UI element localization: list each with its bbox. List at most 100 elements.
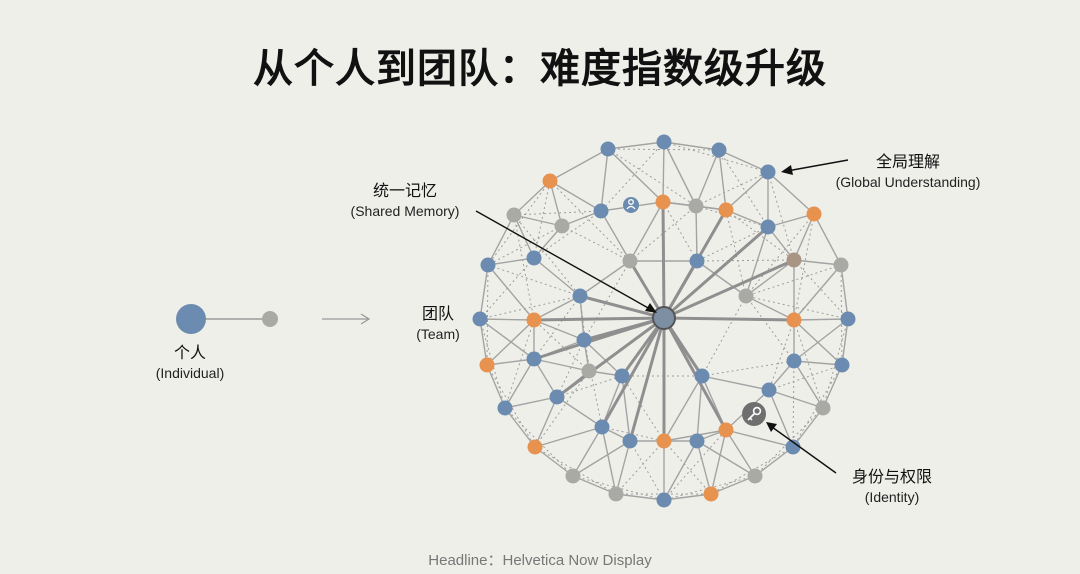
dashed-edge [513,214,581,297]
dashed-edge [793,213,815,321]
network-node [834,357,850,373]
network-edge [600,148,609,212]
network-edge [663,141,720,151]
network-edge [696,440,756,477]
network-edge [663,440,698,501]
network-edge [579,260,631,297]
network-edge [701,375,770,391]
network-nodes [472,134,856,508]
network-edge [793,360,843,366]
network-node [694,368,710,384]
network-edge [533,319,585,341]
network-edge [533,295,581,321]
network-edge [663,493,712,501]
network-edge [793,213,815,261]
network-edge [607,141,665,150]
network-edge [745,295,795,321]
network-edge [513,214,563,227]
dashed-edge [600,141,665,212]
dashed-edge [792,360,795,448]
dashed-edge [663,475,756,501]
network-edge [793,318,849,362]
dashed-edge [754,407,824,477]
dashed-edge [745,295,795,362]
network-edge [841,318,849,366]
dashed-edge [487,264,581,297]
solid-connections [479,141,849,501]
network-node [526,312,542,328]
network-edge [696,440,712,495]
network-edge [572,440,631,477]
network-edge [479,264,489,320]
dashed-edge [792,364,843,448]
network-edge [767,171,815,215]
network-edge [534,396,558,448]
network-edge [718,149,727,211]
hub-spoke [663,225,769,320]
team-label: 团队 (Team) [388,300,488,342]
dashed-edge [793,319,824,409]
dashed-edge [663,141,769,173]
network-node [600,141,616,157]
network-node [622,253,638,269]
identity-label-en: (Identity) [864,489,920,505]
network-edge [696,260,747,297]
network-node [656,433,672,449]
network-edge [767,213,815,228]
annotation-arrows [475,159,849,474]
network-node [480,257,496,273]
network-node [554,218,570,234]
network-edge [479,318,535,360]
network-node [688,198,704,214]
network-edge [710,475,756,495]
dashed-edge [767,171,795,261]
individual-label: 个人 (Individual) [130,339,250,381]
network-edge [840,264,849,320]
network-edge [754,446,794,477]
network-node [472,311,488,327]
dashed-edge [583,260,631,341]
team-label-zh: 团队 [421,304,454,323]
network-node [718,202,734,218]
network-edge [629,201,664,262]
network-edge [583,339,623,377]
network-edge [504,396,558,409]
hub-spoke [661,201,666,319]
dashed-edge [745,264,842,297]
network-edge [549,180,563,227]
dashed-edge [534,370,590,448]
network-node [711,142,727,158]
network-node [747,468,763,484]
network-node [786,252,802,268]
network-node [594,419,610,435]
network-edge [793,360,824,409]
network-edge [768,389,824,409]
dashed-edge [533,210,602,259]
network-node [526,351,542,367]
network-edge [533,358,590,372]
dashed-edge [768,319,795,391]
network-node [576,332,592,348]
network-edge [487,264,535,321]
dashed-edge [556,375,623,398]
global-understanding-label-en: (Global Understanding) [835,174,981,190]
dashed-edge [615,440,665,495]
individual-label-en: (Individual) [155,365,225,381]
identity-label-zh: 身份与权限 [851,467,932,486]
network-edge [600,210,631,262]
dashed-edge [487,225,563,266]
network-edge [745,259,795,297]
network-edge [793,264,842,321]
network-node [572,288,588,304]
network-node [479,357,495,373]
network-node [718,422,734,438]
network-edge [487,214,515,266]
network-edge [486,358,535,366]
dashed-edge [556,339,585,398]
network-edge [556,396,603,428]
user-badge-icon [623,197,639,213]
network-edge [615,440,631,495]
dashed-edge [840,264,843,366]
dashed-edge [793,259,849,320]
dashed-edge [725,209,795,261]
